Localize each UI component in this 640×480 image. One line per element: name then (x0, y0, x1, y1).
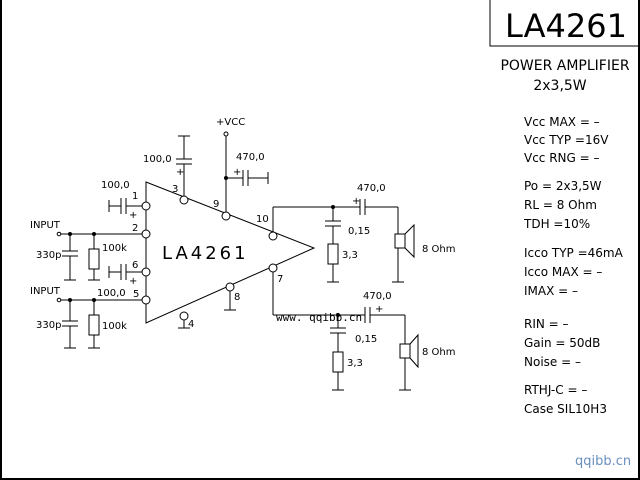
output-2: + 470,0 0,15 3,3 8 Ohm (272, 272, 456, 391)
spec-vcc-typ: Vcc TYP =16V (524, 133, 609, 147)
pin-6-label: 6 (132, 260, 138, 271)
c-out1-value: 470,0 (357, 183, 386, 194)
pin-5-label: 5 (133, 289, 139, 300)
spec-rl: RL = 8 Ohm (524, 198, 597, 212)
input-2: INPUT 100,0 330p 100k (30, 286, 142, 349)
c-pin5-value: 100,0 (97, 288, 126, 299)
c-pin6-plus: + (129, 276, 137, 287)
title-block: LA4261 POWER AMPLIFIER 2x3,5W (489, 0, 640, 94)
c-pin1-value: 100,0 (101, 180, 130, 191)
speaker-1 (394, 233, 406, 249)
r-in1 (88, 248, 100, 270)
c-vcc-plus: + (233, 167, 241, 178)
spec-rin: RIN = – (524, 317, 569, 331)
speaker-1-cone (404, 223, 415, 259)
c-in2-value: 330p (36, 320, 61, 331)
spec-list: Vcc MAX = – Vcc TYP =16V Vcc RNG = – Po … (523, 115, 624, 416)
spec-tdh: TDH =10% (523, 217, 590, 231)
pin-7 (268, 263, 278, 273)
pin-4 (179, 311, 189, 321)
part-description: POWER AMPLIFIER (500, 58, 629, 74)
spec-noise: Noise = – (524, 355, 581, 369)
c-pin3-value: 100,0 (143, 154, 172, 165)
c-vcc-value: 470,0 (236, 152, 265, 163)
c-zobel1-value: 0,15 (348, 226, 370, 237)
input-1-terminal (56, 231, 62, 237)
cap-pin6: + (108, 264, 142, 287)
speaker-2-cone (409, 333, 419, 369)
spec-case: Case SIL10H3 (524, 402, 607, 416)
r-zobel2 (332, 351, 344, 373)
output-1: + 470,0 0,15 3,3 8 Ohm (272, 183, 456, 283)
spec-imax: IMAX = – (524, 284, 578, 298)
c-pin3-plus: + (176, 167, 184, 178)
c-out2-value: 470,0 (363, 291, 392, 302)
r-zobel2-value: 3,3 (347, 358, 363, 369)
pin-2-label: 2 (132, 223, 138, 234)
title-box (489, 0, 640, 47)
spec-icco-max: Icco MAX = – (524, 265, 602, 279)
vcc-terminal (223, 131, 229, 137)
spk2-value: 8 Ohm (422, 347, 456, 358)
power-rating: 2x3,5W (533, 78, 586, 94)
r-zobel1 (327, 243, 339, 265)
spec-gain: Gain = 50dB (524, 336, 600, 350)
speaker-2 (399, 343, 411, 359)
pin-6 (141, 267, 151, 277)
input-1: INPUT 330p 100k (30, 220, 142, 281)
pin-3 (179, 195, 189, 205)
pin-8-label: 8 (234, 292, 240, 303)
input-2-label: INPUT (30, 286, 61, 297)
pin-1-label: 1 (132, 191, 138, 202)
part-number: LA4261 (505, 7, 627, 45)
vcc-label: +VCC (216, 117, 245, 128)
spec-rthj: RTHJ-C = – (524, 383, 587, 397)
spec-vcc-rng: Vcc RNG = – (524, 151, 600, 165)
c-out1-plus: + (352, 196, 360, 207)
pin-10-label: 10 (256, 214, 269, 225)
pin-3-label: 3 (172, 184, 178, 195)
pin-4-label: 4 (188, 319, 194, 330)
pin-7-label: 7 (277, 274, 283, 285)
cap-pin1: 100,0 + (101, 180, 142, 221)
input-1-label: INPUT (30, 220, 61, 231)
pin-9-label: 9 (213, 199, 219, 210)
chip-label: LA4261 (162, 243, 249, 264)
r-in2-value: 100k (102, 321, 127, 332)
pin-2 (141, 229, 151, 239)
cap-pin3: 100,0 + (143, 135, 192, 196)
c-in1-value: 330p (36, 250, 61, 261)
c-zobel2-value: 0,15 (355, 334, 377, 345)
c-pin1-plus: + (129, 210, 137, 221)
spec-po: Po = 2x3,5W (524, 179, 602, 193)
pin-9 (221, 211, 231, 221)
input-2-terminal (56, 297, 62, 303)
r-in1-value: 100k (102, 243, 127, 254)
pin-10 (268, 231, 278, 241)
r-zobel1-value: 3,3 (342, 250, 358, 261)
inline-watermark: www. qqibb.cn (276, 311, 362, 324)
r-in2 (88, 314, 100, 336)
pin-8 (225, 282, 235, 292)
corner-watermark: qqibb.cn (575, 454, 631, 469)
vcc-supply: +VCC + 470,0 (216, 117, 269, 212)
spk1-value: 8 Ohm (422, 244, 456, 255)
pin-5 (141, 295, 151, 305)
spec-vcc-max: Vcc MAX = – (524, 115, 600, 129)
pins: 1 2 3 4 5 6 7 8 9 10 (132, 184, 283, 330)
pin-1 (141, 201, 151, 211)
spec-icco-typ: Icco TYP =46mA (524, 246, 624, 260)
c-out2-plus: + (375, 304, 383, 315)
